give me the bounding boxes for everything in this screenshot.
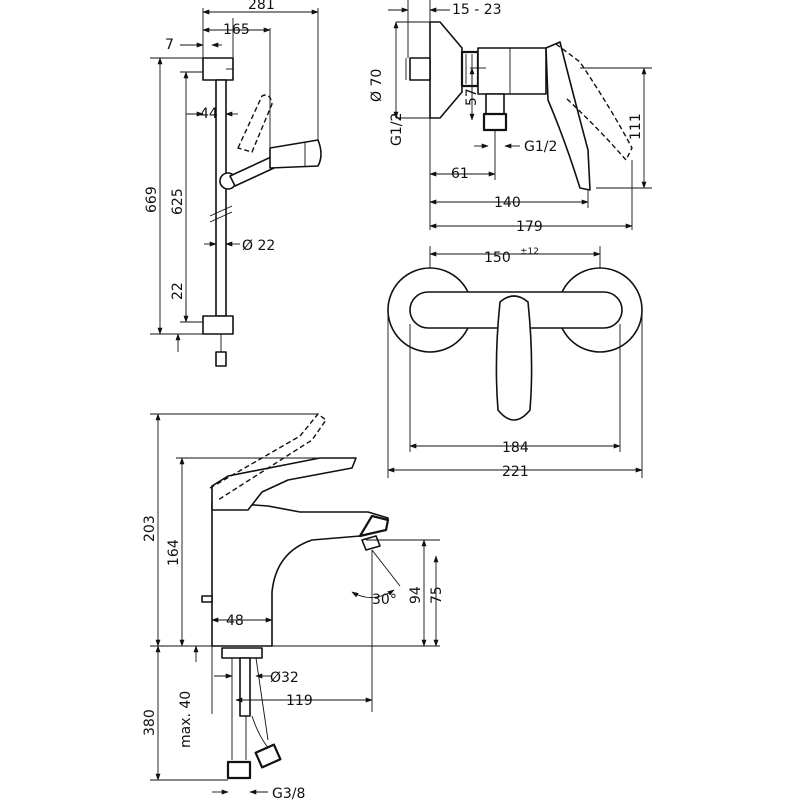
mixer-body-side	[211, 501, 389, 647]
dim-30deg	[351, 589, 395, 598]
hose-end-right	[254, 743, 282, 769]
shower-head-alt	[237, 94, 273, 153]
hose-end-left	[226, 760, 252, 780]
label-61: 61	[451, 166, 469, 182]
label-281: 281	[248, 0, 275, 13]
label-150-tolerance: ±12	[520, 247, 539, 257]
lever-handle	[545, 41, 591, 191]
aerator	[361, 535, 381, 551]
basin-mixer-view: 203 164 30° 94 75 48 Ø32 119 max. 40 380…	[142, 413, 445, 800]
label-184: 184	[502, 440, 529, 456]
shower-mixer-front-view: 150 ±12 184 221	[387, 246, 643, 480]
label-7: 7	[165, 37, 174, 53]
threaded-stud	[239, 657, 251, 717]
lever-handle-alt	[555, 43, 633, 162]
label-179: 179	[516, 219, 543, 235]
label-d22: Ø 22	[242, 238, 275, 254]
label-d32: Ø32	[270, 670, 299, 686]
label-max40: max. 40	[178, 691, 194, 748]
label-d70: Ø 70	[369, 69, 385, 102]
hose-right	[255, 657, 269, 741]
mixer-body	[477, 47, 547, 95]
label-22-bottom: 22	[170, 282, 186, 300]
label-outlet-thread: G1/2	[524, 139, 557, 155]
label-119: 119	[286, 693, 313, 709]
label-221: 221	[502, 464, 529, 480]
label-75: 75	[429, 586, 445, 604]
inlet-nipple	[409, 57, 431, 81]
label-203: 203	[142, 515, 158, 542]
outlet-nut	[482, 112, 508, 132]
label-669: 669	[144, 186, 160, 213]
label-625: 625	[170, 188, 186, 215]
label-94: 94	[408, 586, 424, 604]
label-150: 150	[484, 250, 511, 266]
shower-mixer-side-view: 15 - 23 Ø 70 G1/2 57 G1/2 111 61 140 179	[369, 0, 652, 235]
label-44: 44	[200, 106, 218, 122]
label-165: 165	[223, 22, 250, 38]
label-15-23: 15 - 23	[452, 2, 502, 18]
label-48: 48	[226, 613, 244, 629]
lever-handle	[211, 457, 357, 511]
shower-head	[269, 139, 322, 169]
label-g38: G3/8	[272, 786, 305, 800]
lever-handle-alt	[209, 413, 327, 501]
lever-front	[495, 295, 533, 421]
label-inlet-thread: G1/2	[389, 113, 405, 146]
label-57: 57	[464, 88, 480, 106]
rail-bottom-bracket	[202, 315, 234, 335]
label-30deg: 30°	[372, 592, 397, 608]
hose-nut	[215, 351, 227, 367]
label-380: 380	[142, 709, 158, 736]
spout-tip	[358, 514, 390, 538]
eccentric-nut	[460, 50, 480, 88]
wall-flange	[429, 21, 463, 119]
label-111: 111	[628, 113, 644, 140]
popup-rod	[201, 595, 213, 603]
outlet	[485, 93, 505, 115]
fixing-nut	[221, 647, 263, 659]
label-164: 164	[166, 539, 182, 566]
shower-rail-view: 281 165 7 44 669 625 22 Ø 22	[144, 0, 322, 367]
label-140: 140	[494, 195, 521, 211]
